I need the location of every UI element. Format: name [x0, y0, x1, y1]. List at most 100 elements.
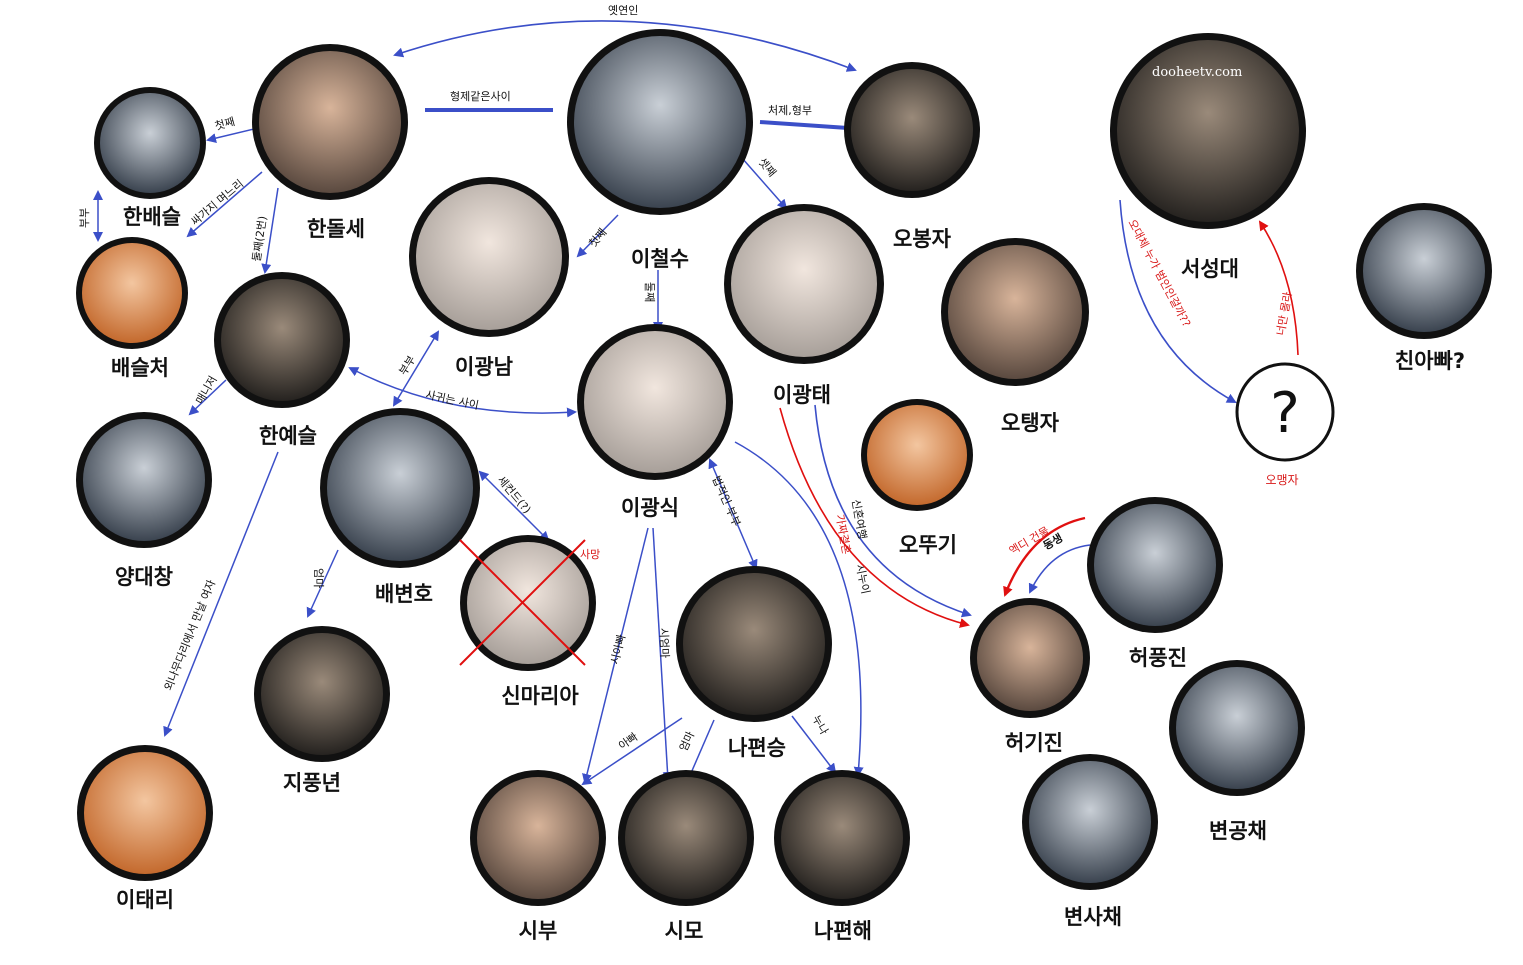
node-odduggi[interactable]: 오뚜기 [861, 399, 973, 557]
death-cross-line [459, 539, 586, 666]
edge-leegwangsik-simo [652, 527, 673, 782]
edge-handolse-hanyeseul [261, 187, 279, 274]
label-legal-couple: 법적인 부부 [709, 474, 743, 529]
node-baeseulcheo[interactable]: 배슬처 [76, 237, 188, 380]
edge-hanyeseul-itaeri [163, 451, 279, 737]
name-obongja: 오봉자 [893, 227, 952, 251]
node-byeongongchae[interactable]: 변공채 [1169, 660, 1305, 843]
edge-hanyeseul-yangdaechang [188, 379, 227, 416]
edge-dating [348, 367, 577, 418]
node-heogijin[interactable]: 허기진 [970, 598, 1090, 755]
label-brothers: 형제같은사이 [450, 90, 511, 103]
label-honeymoon: 신혼여행 [849, 498, 869, 540]
label-couple1: 부부 [78, 208, 91, 228]
node-jipungnyeon[interactable]: 지풍년 [254, 626, 390, 795]
node-obongja[interactable]: 오봉자 [844, 62, 980, 251]
name-otaengja: 오탱자 [1001, 411, 1060, 435]
label-first2: 첫째 [586, 226, 609, 250]
edge-younger-brother [1028, 544, 1091, 594]
node-hanbaeseul[interactable]: 한배슬 [94, 87, 206, 229]
label-ex-lover: 옛연인 [608, 4, 638, 17]
node-seoseongdae[interactable]: dooheetv.com 서성대 [1110, 33, 1306, 281]
node-simo[interactable]: 시모 [618, 770, 754, 943]
label-fake-marriage: 가짜결혼 [833, 513, 853, 555]
node-heopungjin[interactable]: 허풍진 [1087, 497, 1223, 670]
label-inlaw: 처제,형부 [768, 104, 812, 117]
node-unknown[interactable]: ? 오맹자 [1235, 362, 1335, 487]
node-najeonseung[interactable]: 나편승 [676, 566, 832, 760]
edge-leecheolsu-leegwangnam [576, 214, 619, 258]
node-baebyeonho[interactable]: 배변호 [320, 408, 480, 606]
name-itaeri: 이태리 [116, 888, 174, 912]
edge-baebyeonho-jipungnyeon [306, 549, 339, 618]
name-leegwangnam: 이광남 [455, 355, 513, 379]
edge-who-criminal [1119, 199, 1237, 403]
label-third: 셋째 [756, 156, 779, 180]
name-hanbaeseul: 한배슬 [123, 205, 181, 229]
unknown-mark: ? [1270, 381, 1300, 446]
edge-najeonseung-simo [686, 719, 715, 782]
node-handolse[interactable]: 한돌세 [252, 44, 408, 241]
name-hanyeseul: 한예슬 [259, 424, 317, 448]
node-leegwangnam[interactable]: 이광남 [409, 177, 569, 379]
edge-honeymoon [814, 404, 972, 618]
label-only-you: 너만 몰라 [1274, 291, 1294, 337]
name-handolse: 한돌세 [307, 217, 365, 241]
edge-only-you [1258, 220, 1299, 356]
name-chinappa: 친아빠? [1395, 349, 1465, 373]
edge-dead-building [1003, 516, 1086, 597]
name-omaengja: 오맹자 [1265, 473, 1298, 487]
name-shinmaria: 신마리아 [501, 684, 579, 708]
edge-inlaw [759, 120, 849, 130]
name-baebyeonho: 배변호 [375, 582, 433, 606]
label-second-son: 둘째(2번) [250, 215, 269, 262]
node-byeonsachae[interactable]: 변사채 [1022, 754, 1158, 929]
edge-second-wife [478, 470, 550, 542]
name-najeonseung: 나편승 [728, 736, 786, 760]
name-nagyeonhae: 나편해 [814, 919, 872, 943]
node-leegwangsik[interactable]: 이광식 [577, 324, 733, 520]
label-couple2: 부부 [397, 354, 419, 378]
node-sibu[interactable]: 시부 [470, 770, 606, 943]
edge-handolse-baeseulcheo [186, 171, 263, 238]
label-in-law-sister: 시누이 [853, 563, 872, 595]
label-second-wife: 세컨드(?) [495, 474, 534, 517]
edge-leegwangsik-nagyeonhae [734, 441, 864, 777]
edge-najeonseung-nagyeonhae [791, 715, 837, 774]
name-simo: 시모 [665, 919, 704, 943]
name-odduggi: 오뚜기 [899, 533, 957, 557]
watermark: dooheetv.com [1152, 65, 1242, 80]
name-byeonsachae: 변사채 [1064, 905, 1122, 929]
nodes-layer: 한돌세 이철수 오봉자 한배슬 배슬처 한예슬 [76, 29, 1492, 943]
node-leecheolsu[interactable]: 이철수 [567, 29, 753, 271]
edge-najeonseung-sibu [581, 717, 683, 786]
node-yangdaechang[interactable]: 양대창 [76, 412, 212, 589]
name-sibu: 시부 [519, 919, 558, 943]
edge-fake-marriage [779, 407, 970, 628]
label-first1: 첫째 [213, 115, 236, 133]
label-death: 사망 [580, 548, 600, 561]
label-sis-in-law2: 시엄마 [657, 628, 671, 659]
name-leegwangsik: 이광식 [621, 496, 679, 520]
node-otaengja[interactable]: 오탱자 [941, 238, 1089, 435]
edge-leegwangsik-sibu [582, 527, 649, 784]
name-seoseongdae: 서성대 [1181, 257, 1239, 281]
node-chinappa[interactable]: 친아빠? [1356, 203, 1492, 373]
edge-handolse-hanbaeseul [206, 127, 259, 143]
label-second: 둘째 [643, 282, 656, 302]
label-dad: 아빠 [616, 730, 640, 752]
name-heogijin: 허기진 [1005, 731, 1063, 755]
node-shinmaria[interactable]: 사망 신마리아 [459, 535, 600, 708]
edge-ex-lover [393, 20, 857, 72]
node-itaeri[interactable]: 이태리 [77, 745, 213, 912]
node-hanyeseul[interactable]: 한예슬 [214, 272, 350, 448]
name-yangdaechang: 양대창 [115, 565, 173, 589]
node-leegwangtae[interactable]: 이광태 [724, 204, 884, 407]
node-nagyeonhae[interactable]: 나편해 [774, 770, 910, 943]
name-jipungnyeon: 지풍년 [283, 771, 341, 795]
edge-legal-couple [708, 458, 758, 570]
label-mom2: 엄마 [677, 729, 697, 753]
label-sis-in-law1: 시아빠 [608, 633, 628, 666]
name-leegwangtae: 이광태 [773, 383, 831, 407]
label-met-woman: 외나무다리에서 만날 여자 [162, 578, 218, 693]
